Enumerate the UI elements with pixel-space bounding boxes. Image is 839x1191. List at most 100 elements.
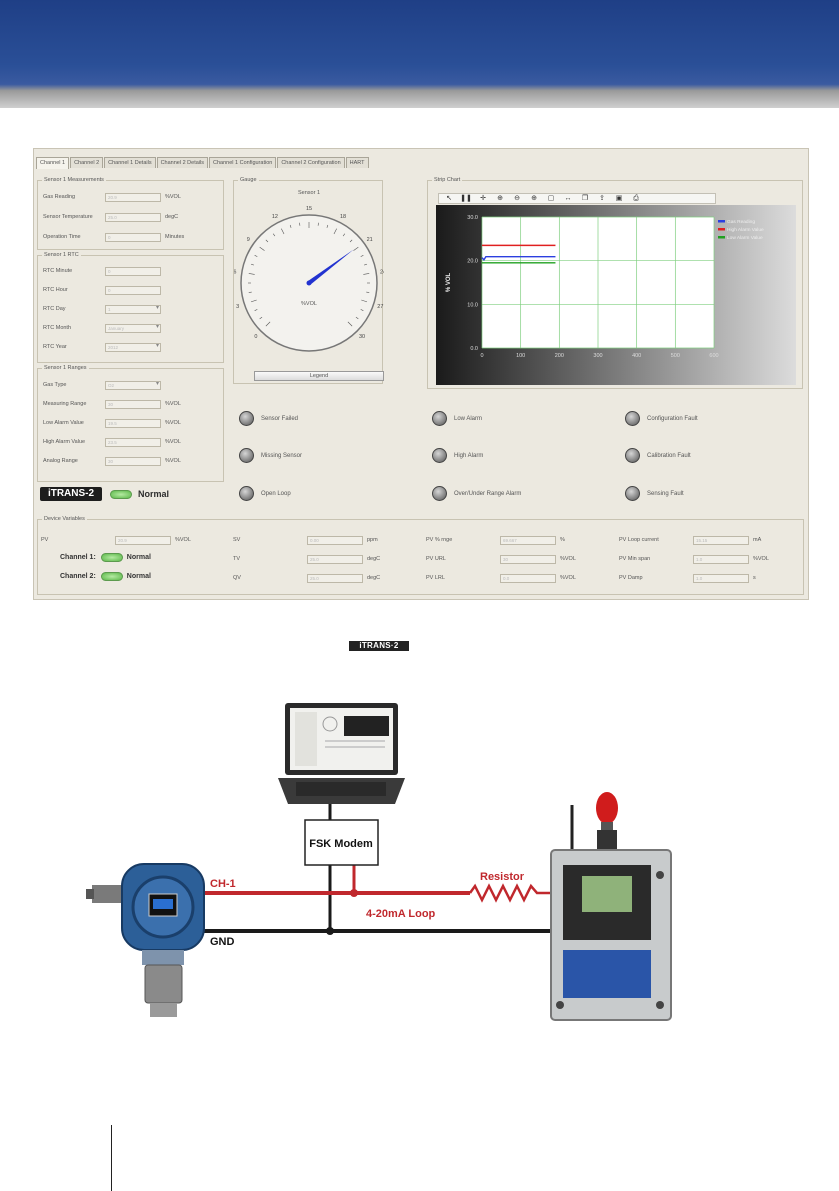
indicator-label: High Alarm [454, 452, 484, 459]
zoom-in-icon[interactable]: ⊕ [531, 195, 537, 202]
tab-item[interactable]: Channel 1 [36, 157, 70, 169]
fsk-modem-label: FSK Modem [309, 838, 373, 850]
device-variable-label: QV [233, 575, 241, 581]
device-variable-value[interactable]: 69.667 [500, 535, 556, 545]
gauge-tick-mark [248, 273, 255, 275]
device-variable-label: TV [233, 556, 241, 562]
gauge-tick-mark [259, 316, 263, 320]
tab-item[interactable]: Channel 2 Configuration [277, 157, 345, 168]
gauge-tick-mark [254, 255, 258, 257]
pan-icon[interactable]: ✛ [480, 195, 486, 202]
field-dropdown[interactable]: 1 [105, 304, 161, 314]
caption-itrans2-logo: iTRANS·2 [349, 641, 409, 651]
device-variable-value[interactable]: 0.0 [500, 573, 556, 583]
gauge-group: Gauge Sensor 1 036912151821242730%VOL Le… [233, 177, 384, 384]
gauge-tick-mark [326, 224, 329, 228]
status-indicator: Sensor Failed [239, 411, 298, 426]
tab-item[interactable]: Channel 2 Details [156, 157, 208, 168]
gauge-tick-mark [250, 263, 254, 266]
field-input[interactable]: 0 [105, 232, 161, 242]
device-variable-unit: %VOL [560, 556, 576, 562]
device-variable-value[interactable]: 1.0 [693, 554, 749, 564]
device-variable-unit: s [753, 575, 756, 581]
field-label: RTC Minute [43, 268, 73, 274]
overall-status: Normal [110, 489, 169, 499]
print-icon[interactable]: ⎙ [633, 195, 639, 202]
device-variable-value[interactable]: 20.9 [115, 535, 171, 545]
field-unit: %VOL [165, 401, 181, 407]
ch1-label: CH-1 [210, 878, 236, 890]
tab-item[interactable]: Channel 1 Details [104, 157, 156, 168]
sensor-failed-icon [239, 411, 254, 426]
field-dropdown[interactable]: O2 [105, 380, 161, 390]
gauge-tick-mark [254, 309, 258, 311]
channel-status-text: Normal [126, 554, 151, 561]
device-variable-value[interactable]: 1.0 [693, 573, 749, 583]
pointer-icon[interactable]: ↖ [446, 195, 452, 202]
export-icon[interactable]: ⇪ [599, 195, 605, 202]
device-variable-value[interactable]: 30 [500, 554, 556, 564]
field-input[interactable]: 23.5 [105, 437, 161, 447]
zoom-axis-icon[interactable]: ⊕ [497, 195, 503, 202]
field-input[interactable]: 19.5 [105, 418, 161, 428]
device-variable-value[interactable]: 0.00 [307, 535, 363, 545]
device-variable-value[interactable]: 25.0 [307, 554, 363, 564]
zoom-box-icon[interactable]: ▢ [547, 195, 555, 202]
device-variable-unit: %VOL [753, 556, 769, 562]
tab-item[interactable]: HART [345, 157, 369, 168]
device-variable-unit: degC [367, 575, 381, 581]
y-tick-label: 30.0 [467, 215, 478, 221]
channel-label: Channel 2: [60, 573, 96, 580]
tab-item[interactable]: Channel 1 Configuration [209, 157, 277, 168]
indicator-label: Open Loop [261, 490, 291, 497]
zoom-out-icon[interactable]: ⊖ [514, 195, 520, 202]
copy-icon[interactable]: ❐ [581, 195, 589, 202]
gauge-tick-mark [281, 228, 285, 235]
device-variable-label: PV Damp [619, 575, 643, 581]
x-tick-label: 400 [632, 353, 641, 359]
indicator-label: Calibration Fault [647, 452, 691, 459]
field-input[interactable]: 30 [105, 456, 161, 466]
field-input[interactable]: 0 [105, 285, 161, 295]
indicator-label: Low Alarm [454, 415, 483, 422]
legend-entry: Gas Reading [727, 219, 755, 225]
device-variable-value[interactable]: 25.0 [307, 573, 363, 583]
device-variable-label: PV LRL [426, 575, 445, 581]
axis-scale-icon[interactable]: ↔ [564, 195, 572, 202]
pause-icon[interactable]: ❚❚ [460, 195, 472, 202]
gauge-tick-mark [360, 309, 364, 311]
low-alarm-icon [432, 411, 447, 426]
field-dropdown[interactable]: 2012 [105, 342, 161, 352]
gauge-tick-mark [360, 255, 364, 257]
save-icon[interactable]: ▣ [615, 195, 623, 202]
strip-chart-title: Strip Chart [432, 177, 463, 184]
x-tick-label: 0 [480, 353, 483, 359]
device-variable-value[interactable]: 15.15 [693, 535, 749, 545]
field-dropdown[interactable]: January [105, 323, 161, 333]
field-input[interactable]: 20.9 [105, 192, 161, 202]
gnd-label: GND [210, 936, 235, 948]
gauge-hub [306, 280, 312, 286]
device-variable-label: PV Loop current [619, 537, 659, 543]
legend-button[interactable]: Legend [254, 371, 384, 381]
field-input[interactable]: 25.0 [105, 212, 161, 222]
field-input[interactable]: 0 [105, 266, 161, 276]
gauge-title: Sensor 1 [297, 190, 320, 196]
field-label: RTC Day [43, 306, 66, 312]
gauge-tick-mark [349, 239, 353, 243]
field-label: Analog Range [43, 458, 78, 464]
field-input[interactable]: 30 [105, 399, 161, 409]
device-variable-label: SV [233, 537, 241, 543]
x-tick-label: 300 [593, 353, 602, 359]
gauge-tick-label: 30 [359, 334, 365, 340]
tab-item[interactable]: Channel 2 [70, 157, 104, 168]
overall-status-text: Normal [138, 489, 170, 499]
